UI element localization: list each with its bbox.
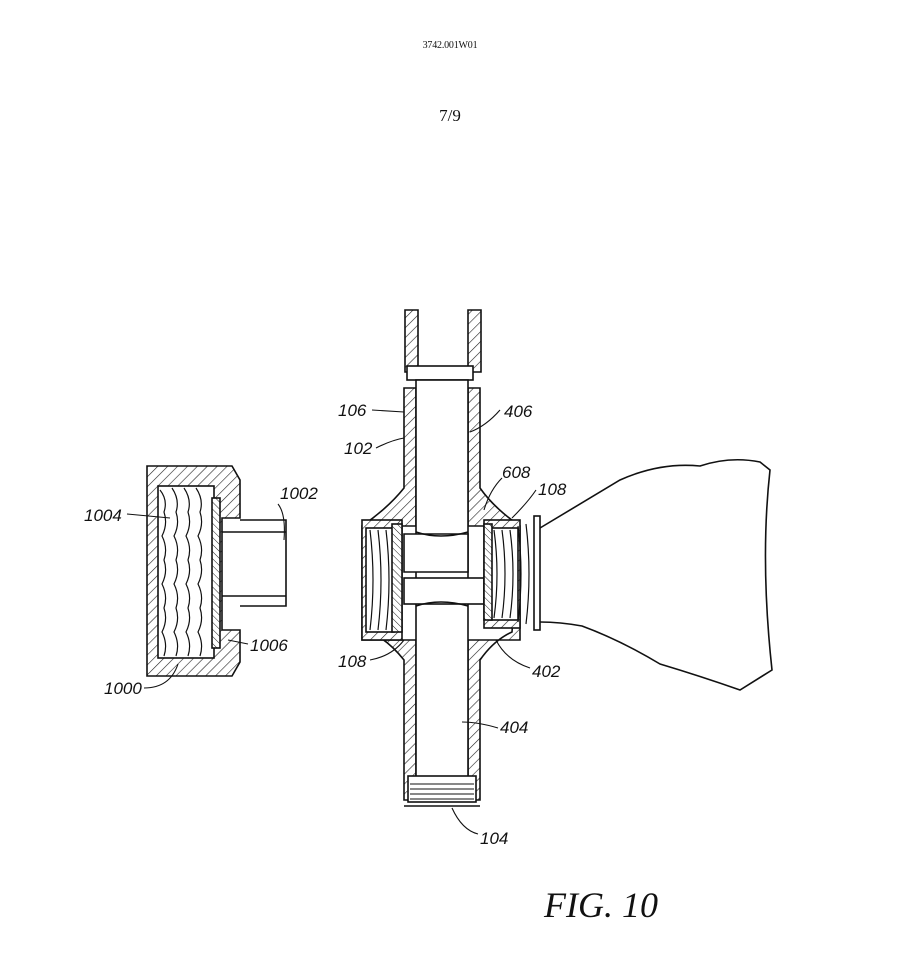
label-1004: 1004 <box>84 506 122 525</box>
label-102: 102 <box>344 439 373 458</box>
label-108-left: 108 <box>338 652 367 671</box>
label-1006: 1006 <box>250 636 288 655</box>
label-108-right: 108 <box>538 480 567 499</box>
sheet-number: 7/9 <box>439 106 461 125</box>
cap-1000 <box>146 465 287 677</box>
label-1000: 1000 <box>104 679 142 698</box>
label-608: 608 <box>502 463 531 482</box>
label-1002: 1002 <box>280 484 318 503</box>
document-number: 3742.001W01 <box>422 40 478 51</box>
label-106: 106 <box>338 401 367 420</box>
tee-body-102 <box>361 309 541 807</box>
bottle-outline <box>539 458 773 691</box>
label-402: 402 <box>532 662 561 681</box>
label-404: 404 <box>500 718 528 737</box>
label-406: 406 <box>504 402 533 421</box>
leader-lines <box>126 409 537 835</box>
label-104: 104 <box>480 829 508 848</box>
figure-caption: FIG. 10 <box>544 885 658 925</box>
